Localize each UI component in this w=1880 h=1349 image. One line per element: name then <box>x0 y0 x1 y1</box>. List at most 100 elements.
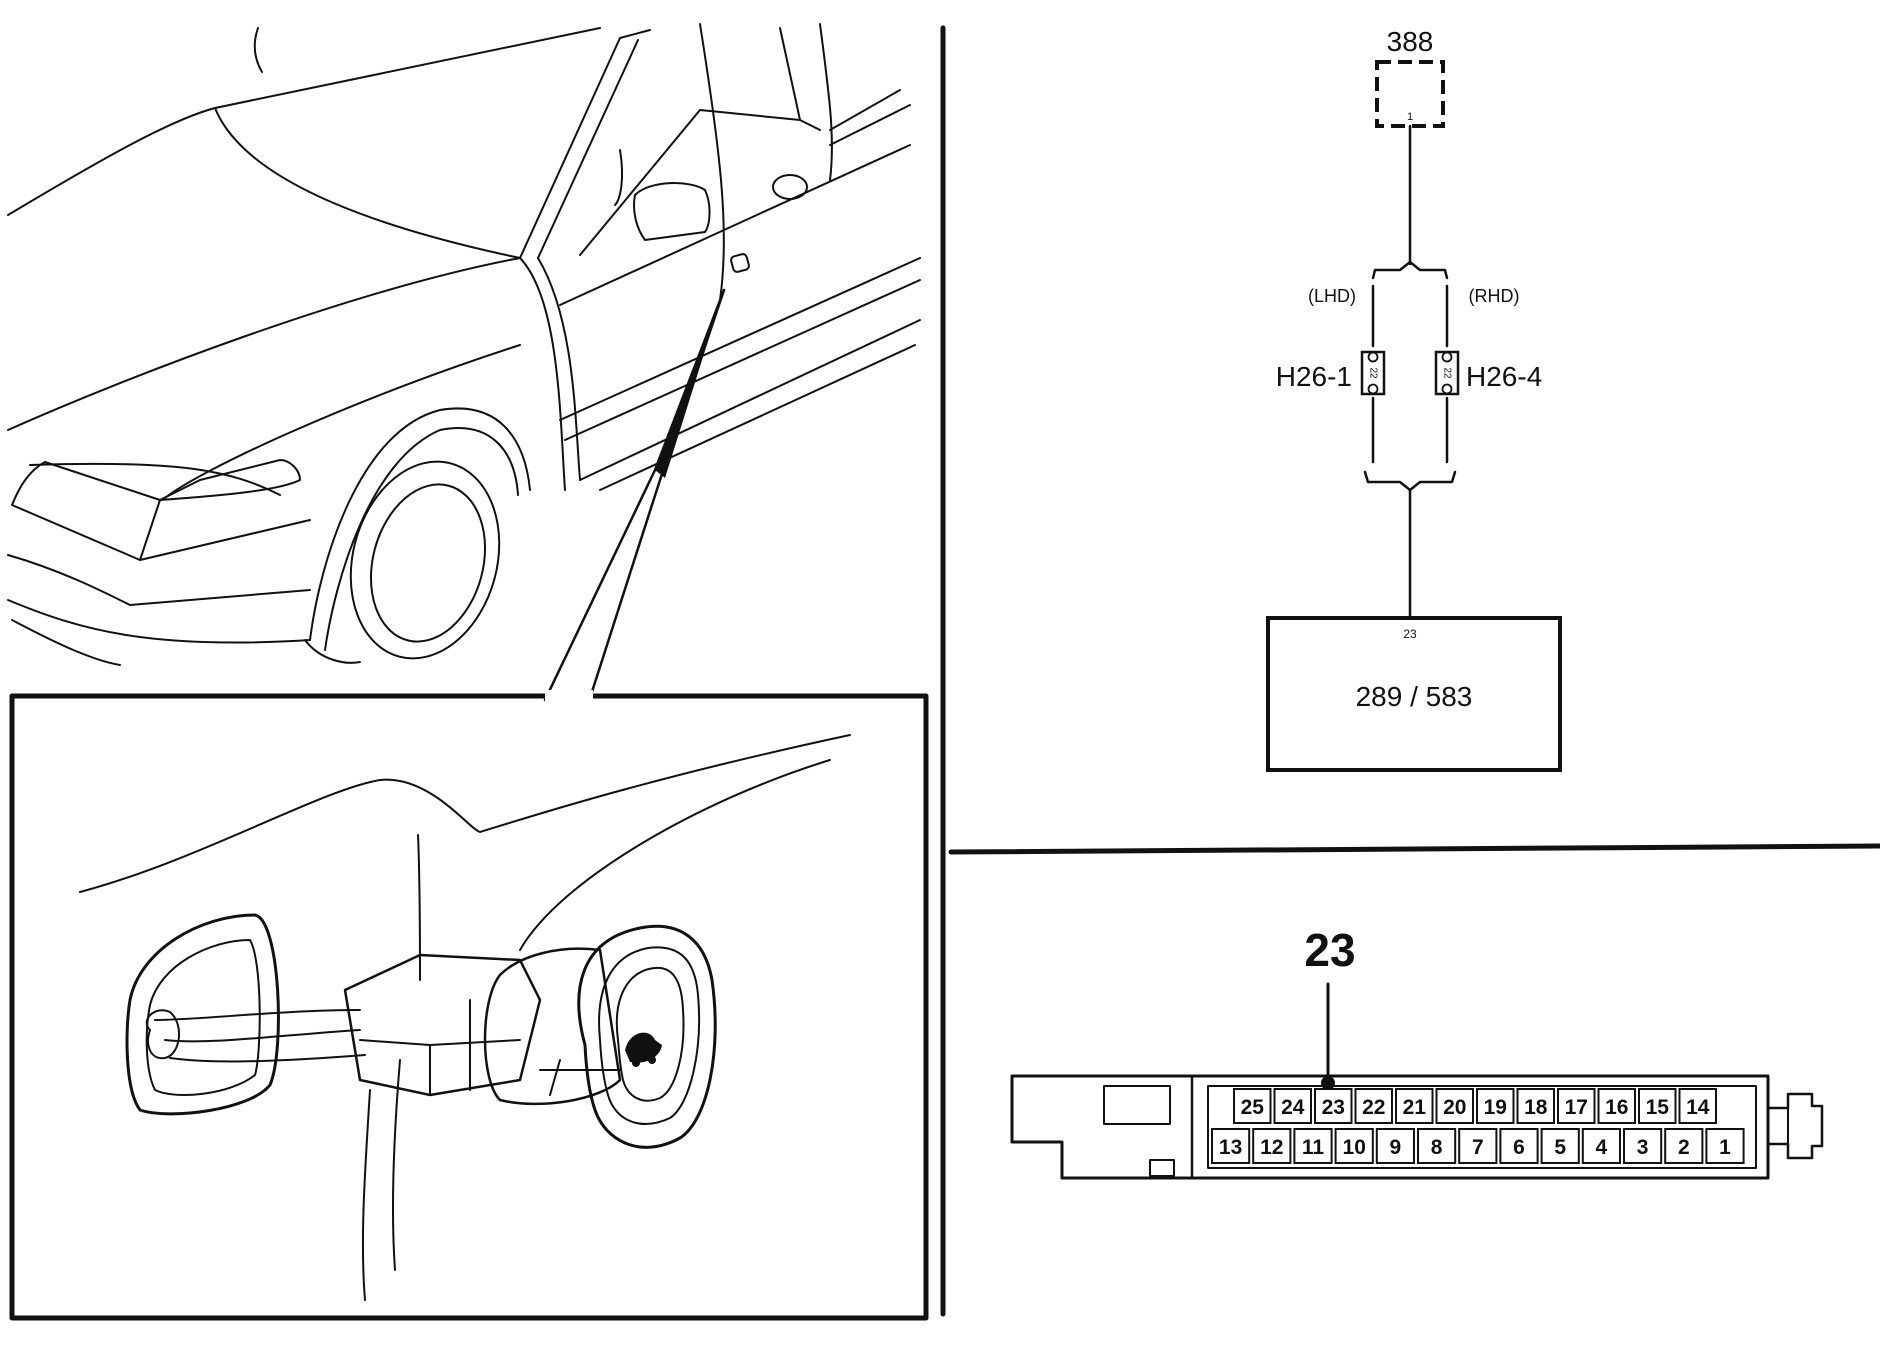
pin-cell-3: 3 <box>1623 1128 1663 1164</box>
pin-cell-17: 17 <box>1557 1088 1596 1124</box>
pin-cell-15: 15 <box>1638 1088 1677 1124</box>
pin-number: 20 <box>1443 1096 1466 1119</box>
pin-number: 18 <box>1524 1096 1548 1119</box>
connector-h26-4-label: H26-4 <box>1466 361 1542 392</box>
schematic-wires <box>1363 124 1457 620</box>
pin-cell-23: 23 <box>1314 1088 1353 1124</box>
pin-number: 8 <box>1431 1136 1443 1159</box>
pin-number: 6 <box>1513 1136 1525 1159</box>
pin-box <box>1581 1128 1622 1164</box>
pin-box <box>1334 1128 1374 1164</box>
panel-dividers <box>940 25 1880 1317</box>
pin-box <box>1499 1128 1539 1164</box>
component-388: 388 1 <box>1375 26 1445 128</box>
pin-cell-5: 5 <box>1540 1128 1580 1164</box>
pin-cell-11: 11 <box>1293 1128 1333 1164</box>
pin-box <box>1705 1128 1745 1164</box>
pin-number: 9 <box>1390 1136 1402 1159</box>
pin-cell-24: 24 <box>1273 1088 1312 1124</box>
component-289-583-box <box>1266 616 1562 772</box>
pin-number: 16 <box>1605 1096 1628 1119</box>
pin-box <box>1458 1128 1498 1164</box>
pin-box <box>1597 1088 1636 1124</box>
pin-cell-9: 9 <box>1375 1128 1416 1164</box>
pin-cell-12: 12 <box>1252 1128 1292 1164</box>
pin-number: 12 <box>1260 1136 1283 1159</box>
pin-cell-20: 20 <box>1435 1088 1474 1124</box>
car-location-illustration <box>7 23 921 702</box>
component-388-label: 388 <box>1387 26 1434 57</box>
pin-number: 14 <box>1686 1096 1710 1119</box>
pin-callout-number: 23 <box>1304 924 1355 976</box>
pin-box <box>1314 1088 1353 1124</box>
pin-cell-1: 1 <box>1705 1128 1745 1164</box>
lhd-label: (LHD) <box>1308 286 1356 306</box>
connector-detail-inset <box>9 690 929 1321</box>
pin-number: 19 <box>1484 1096 1507 1119</box>
component-289-583: 23 289 / 583 <box>1266 616 1562 772</box>
pin-box <box>1273 1088 1312 1124</box>
connector-h26-1-pin: 22 <box>1367 367 1378 379</box>
pin-number: 2 <box>1678 1136 1690 1159</box>
pin-cell-7: 7 <box>1458 1128 1498 1164</box>
pin-number: 3 <box>1637 1136 1649 1159</box>
pin-number: 24 <box>1281 1096 1305 1119</box>
pin-box <box>1252 1128 1292 1164</box>
horizontal-divider <box>948 843 1880 855</box>
pin-cell-21: 21 <box>1395 1088 1434 1124</box>
pin-box <box>1516 1088 1555 1124</box>
pin-box <box>1211 1128 1251 1164</box>
component-388-box <box>1375 60 1445 128</box>
pin-number: 15 <box>1646 1096 1670 1119</box>
pin-cell-2: 2 <box>1664 1128 1704 1164</box>
component-388-pin: 1 <box>1407 111 1413 123</box>
rhd-label: (RHD) <box>1469 286 1520 306</box>
connector-h26-4-pin: 22 <box>1441 367 1452 379</box>
pin-number: 7 <box>1472 1136 1484 1159</box>
pin-box <box>1375 1128 1416 1164</box>
pin-box <box>1417 1128 1457 1164</box>
pin-number: 4 <box>1596 1136 1608 1159</box>
component-289-583-pin: 23 <box>1403 627 1417 641</box>
component-289-583-label: 289 / 583 <box>1356 681 1473 712</box>
pin-box <box>1678 1088 1717 1124</box>
pin-number: 23 <box>1322 1096 1345 1119</box>
inset-frame <box>9 693 929 1321</box>
pin-number: 10 <box>1343 1136 1366 1159</box>
pin-number: 21 <box>1403 1096 1427 1119</box>
pin-box <box>1435 1088 1474 1124</box>
pin-cell-14: 14 <box>1678 1088 1717 1124</box>
pin-cell-22: 22 <box>1354 1088 1393 1124</box>
pin-box <box>1664 1128 1704 1164</box>
pin-number: 13 <box>1219 1136 1242 1159</box>
connector-h26-4: 22 H26-4 <box>1434 350 1542 396</box>
pin-box <box>1476 1088 1515 1124</box>
pin-number: 22 <box>1362 1096 1385 1119</box>
pin-cell-4: 4 <box>1581 1128 1622 1164</box>
connector-h26-1-label: H26-1 <box>1276 361 1352 392</box>
pin-cell-16: 16 <box>1597 1088 1636 1124</box>
pin-cell-8: 8 <box>1417 1128 1457 1164</box>
pin-cell-6: 6 <box>1499 1128 1539 1164</box>
pin-box <box>1623 1128 1663 1164</box>
wiring-schematic: 388 1 (LHD) (RHD) 22 H26-1 <box>1266 26 1562 772</box>
pin-box <box>1293 1128 1333 1164</box>
pin-number: 17 <box>1565 1096 1588 1119</box>
connector-housing <box>1010 1074 1770 1180</box>
pin-callout-dot <box>1321 1076 1335 1090</box>
pin-cell-25: 25 <box>1233 1088 1272 1124</box>
pin-cell-13: 13 <box>1211 1128 1251 1164</box>
connector-h26-1: 22 H26-1 <box>1276 350 1386 396</box>
pin-cell-19: 19 <box>1476 1088 1515 1124</box>
pin-number: 1 <box>1719 1136 1731 1159</box>
pin-number: 11 <box>1302 1136 1325 1159</box>
pin-box <box>1540 1128 1580 1164</box>
pin-box <box>1395 1088 1434 1124</box>
pin-number: 5 <box>1554 1136 1566 1159</box>
pin-cell-10: 10 <box>1334 1128 1374 1164</box>
pin-box <box>1354 1088 1393 1124</box>
